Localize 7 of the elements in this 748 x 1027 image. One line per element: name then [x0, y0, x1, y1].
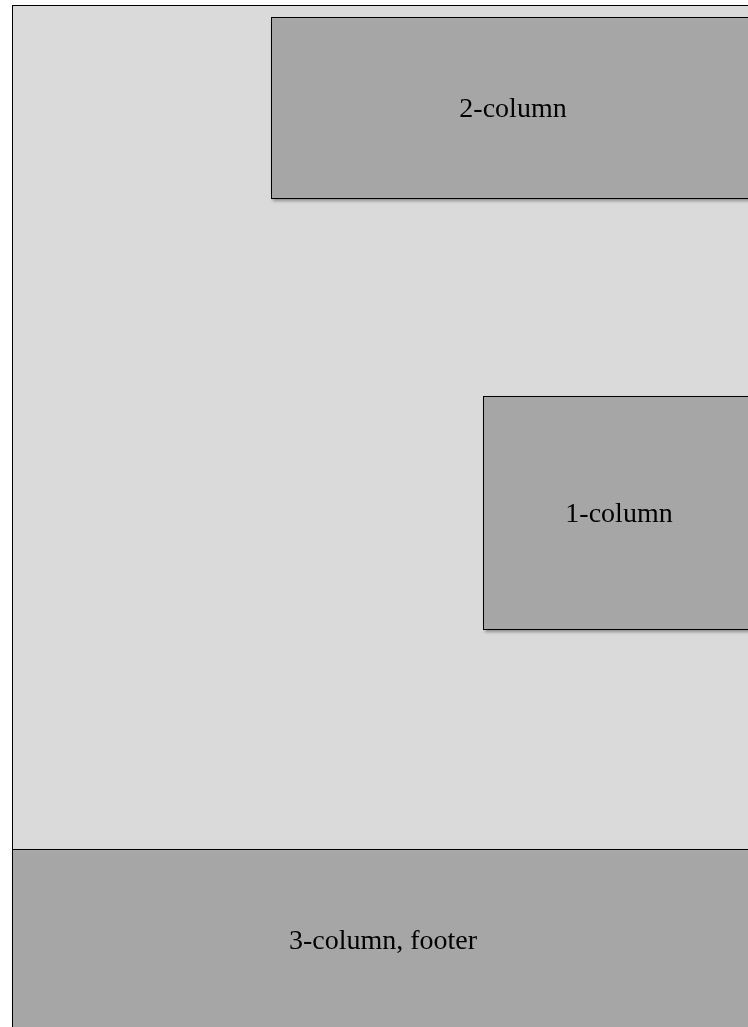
layout-block [12, 849, 748, 1027]
layout-block [483, 396, 748, 630]
page-outline [12, 5, 748, 1027]
block-label: 1-column [565, 497, 673, 529]
block-label: 3-column, footer [288, 924, 478, 956]
block-label: 2-column [459, 92, 567, 124]
layout-block [271, 17, 748, 199]
